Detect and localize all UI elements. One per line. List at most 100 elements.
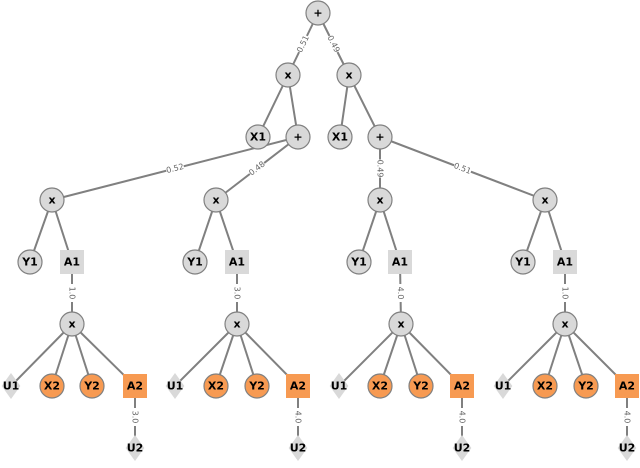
node-m3: x: [367, 187, 393, 213]
node-label: U2: [454, 442, 471, 455]
edge-label-group: 4.0: [293, 408, 303, 426]
node-label: Y2: [412, 380, 429, 393]
node-diamond-shape: [165, 373, 185, 399]
node-square-shape: [225, 250, 249, 274]
node-mulR: x: [336, 62, 362, 88]
node-label: A2: [619, 380, 635, 393]
node-square-shape: [388, 250, 412, 274]
node-circle-shape: [346, 249, 372, 275]
node-a1c: A1: [388, 250, 412, 274]
node-square-shape: [615, 374, 639, 398]
node-label: A1: [64, 256, 80, 269]
node-label: +: [293, 131, 302, 144]
edge-label-background: [452, 160, 473, 177]
node-u2a: U2: [125, 435, 145, 461]
edge-weight-label: 1.0: [68, 287, 77, 300]
node-label: Y1: [21, 256, 38, 269]
edge-label-group: 0.51: [294, 33, 312, 55]
node-p1: x: [59, 311, 85, 337]
edge-weight-label: 4.0: [458, 411, 467, 424]
node-label: A2: [127, 380, 143, 393]
node-label: Y1: [514, 256, 531, 269]
node-circle-shape: [39, 187, 65, 213]
node-circle-shape: [203, 373, 229, 399]
node-u1d: U1: [493, 373, 513, 399]
node-label: +: [313, 7, 322, 20]
node-y1c: Y1: [346, 249, 372, 275]
node-plusL: +: [285, 124, 311, 150]
edge-p2-u1b: [174, 323, 238, 387]
node-label: x: [376, 194, 383, 207]
edge-label-background: [457, 408, 467, 426]
node-label: x: [233, 318, 240, 331]
node-label: x: [561, 318, 568, 331]
node-circle-shape: [224, 311, 250, 337]
node-circle-shape: [367, 124, 393, 150]
node-circle-shape: [552, 311, 578, 337]
node-a2a: A2: [123, 374, 147, 398]
edge-label-background: [232, 284, 242, 302]
node-label: U2: [290, 442, 307, 455]
node-diamond-shape: [617, 435, 637, 461]
node-y2c: Y2: [408, 373, 434, 399]
node-plusR: +: [367, 124, 393, 150]
node-a1a: A1: [60, 250, 84, 274]
node-x1R: X1: [327, 124, 353, 150]
edge-p4-u1d: [502, 323, 566, 387]
node-label: x: [284, 69, 291, 82]
node-a2b: A2: [286, 374, 310, 398]
edge-weight-label: 0.49: [325, 34, 341, 54]
node-label: x: [397, 318, 404, 331]
node-label: A2: [454, 380, 470, 393]
node-m4: x: [532, 187, 558, 213]
node-circle-shape: [336, 62, 362, 88]
node-p3: x: [388, 311, 414, 337]
node-p2: x: [224, 311, 250, 337]
edge-label-background: [622, 408, 632, 426]
node-circle-shape: [79, 373, 105, 399]
node-circle-shape: [305, 0, 331, 26]
node-label: Y2: [577, 380, 594, 393]
edge-label-background: [560, 284, 570, 302]
node-p4: x: [552, 311, 578, 337]
node-circle-shape: [244, 373, 270, 399]
node-label: A1: [392, 256, 408, 269]
node-u2c: U2: [452, 435, 472, 461]
node-circle-shape: [59, 311, 85, 337]
edge-label-group: 0.49: [375, 159, 385, 178]
node-x2c: X2: [367, 373, 393, 399]
edge-weight-label: 0.52: [165, 162, 184, 175]
edge-weight-label: 0.49: [376, 160, 385, 178]
node-circle-shape: [275, 62, 301, 88]
node-u1b: U1: [165, 373, 185, 399]
node-label: A1: [229, 256, 245, 269]
node-label: U2: [127, 442, 144, 455]
node-circle-shape: [285, 124, 311, 150]
node-label: U1: [3, 380, 20, 393]
node-m1: x: [39, 187, 65, 213]
node-diamond-shape: [493, 373, 513, 399]
edge-label-group: 1.0: [560, 284, 570, 302]
node-circle-shape: [245, 124, 271, 150]
node-label: +: [375, 131, 384, 144]
node-circle-shape: [182, 249, 208, 275]
node-square-shape: [123, 374, 147, 398]
node-circle-shape: [573, 373, 599, 399]
node-mulL: x: [275, 62, 301, 88]
node-label: Y2: [83, 380, 100, 393]
edge-weight-label: 3.0: [131, 411, 140, 424]
node-circle-shape: [532, 187, 558, 213]
node-label: X2: [372, 380, 388, 393]
edge-label-group: 4.0: [457, 408, 467, 426]
node-label: Y1: [186, 256, 203, 269]
node-label: x: [48, 194, 55, 207]
node-circle-shape: [408, 373, 434, 399]
edge-label-group: 0.49: [325, 33, 342, 55]
edge-weight-label: 1.0: [561, 287, 570, 300]
edge-weight-label: 4.0: [623, 411, 632, 424]
node-label: U1: [167, 380, 184, 393]
node-a1b: A1: [225, 250, 249, 274]
edge-weight-label: 3.0: [233, 287, 242, 300]
